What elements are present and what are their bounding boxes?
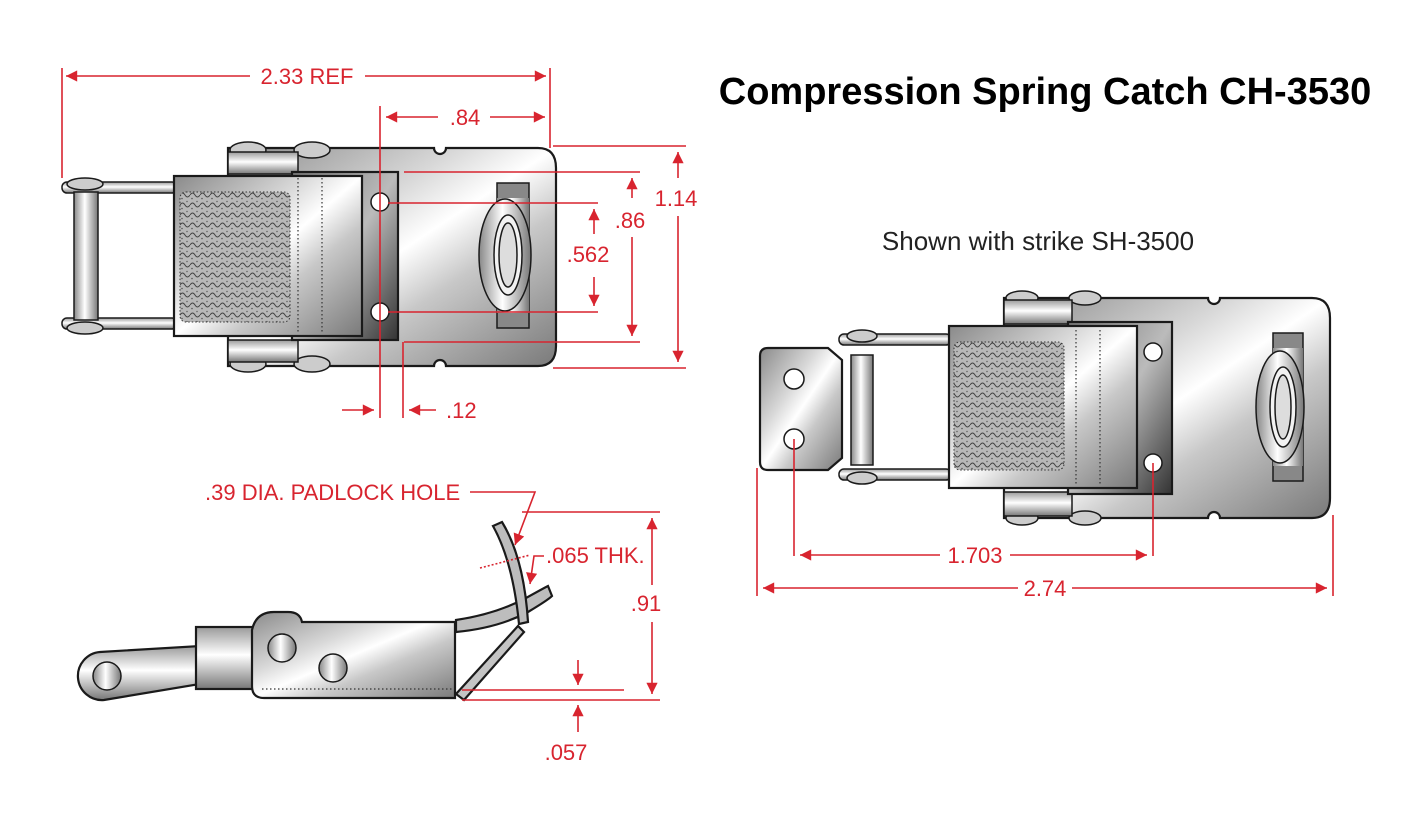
padlock-eye [478, 182, 532, 329]
dim-padlock-hole: .39 DIA. PADLOCK HOLE [205, 480, 460, 505]
dim-mounting-hole-spacing: 1.703 [947, 543, 1002, 568]
hinge-knuckles [227, 141, 331, 373]
dim-hole-to-end: .84 [450, 105, 481, 130]
dim-assembly-overall-length: 2.74 [1024, 576, 1067, 601]
dim-hole-offset: .12 [446, 398, 477, 423]
page-title: Compression Spring Catch CH-3530 [719, 71, 1371, 113]
side-view-dimensions: .39 DIA. PADLOCK HOLE .065 THK. .91 .057 [205, 480, 661, 765]
side-view: .39 DIA. PADLOCK HOLE .065 THK. .91 .057 [76, 480, 661, 765]
rivet-1 [267, 633, 297, 663]
strike-bar [850, 354, 874, 466]
catch-body [250, 610, 457, 700]
dim-base-offset: .057 [545, 740, 588, 765]
dim-overall-width: 1.14 [655, 186, 698, 211]
hinge-barrel [194, 625, 256, 691]
top-view: 2.33 REF .84 1.14 .86 .562 .12 [61, 64, 698, 423]
spring-leaf [454, 624, 526, 702]
strike-hole-top [783, 368, 805, 390]
spring-hook [454, 584, 554, 634]
dim-height: .91 [631, 591, 662, 616]
top-view-dimensions: 2.33 REF .84 1.14 .86 .562 .12 [61, 64, 698, 423]
rivet-2 [318, 653, 348, 683]
subtitle: Shown with strike SH-3500 [882, 226, 1194, 256]
assembly-dimensions: 1.703 2.74 [756, 439, 1334, 601]
dim-overall-length: 2.33 REF [261, 64, 354, 89]
dim-thickness: .065 THK. [546, 543, 645, 568]
assembly-view: 1.703 2.74 [756, 290, 1334, 601]
padlock-tab [491, 520, 530, 626]
knurled-grip [179, 191, 291, 323]
bail-wire [61, 177, 178, 335]
assembly-knurled-grip [953, 341, 1065, 471]
assembly-hole-top [1143, 342, 1163, 362]
assembly-padlock-eye [1255, 332, 1305, 482]
dim-hole-spacing: .562 [567, 242, 610, 267]
strike-plate [758, 346, 844, 472]
dim-inner-width: .86 [615, 208, 646, 233]
bail-pin [92, 661, 122, 691]
